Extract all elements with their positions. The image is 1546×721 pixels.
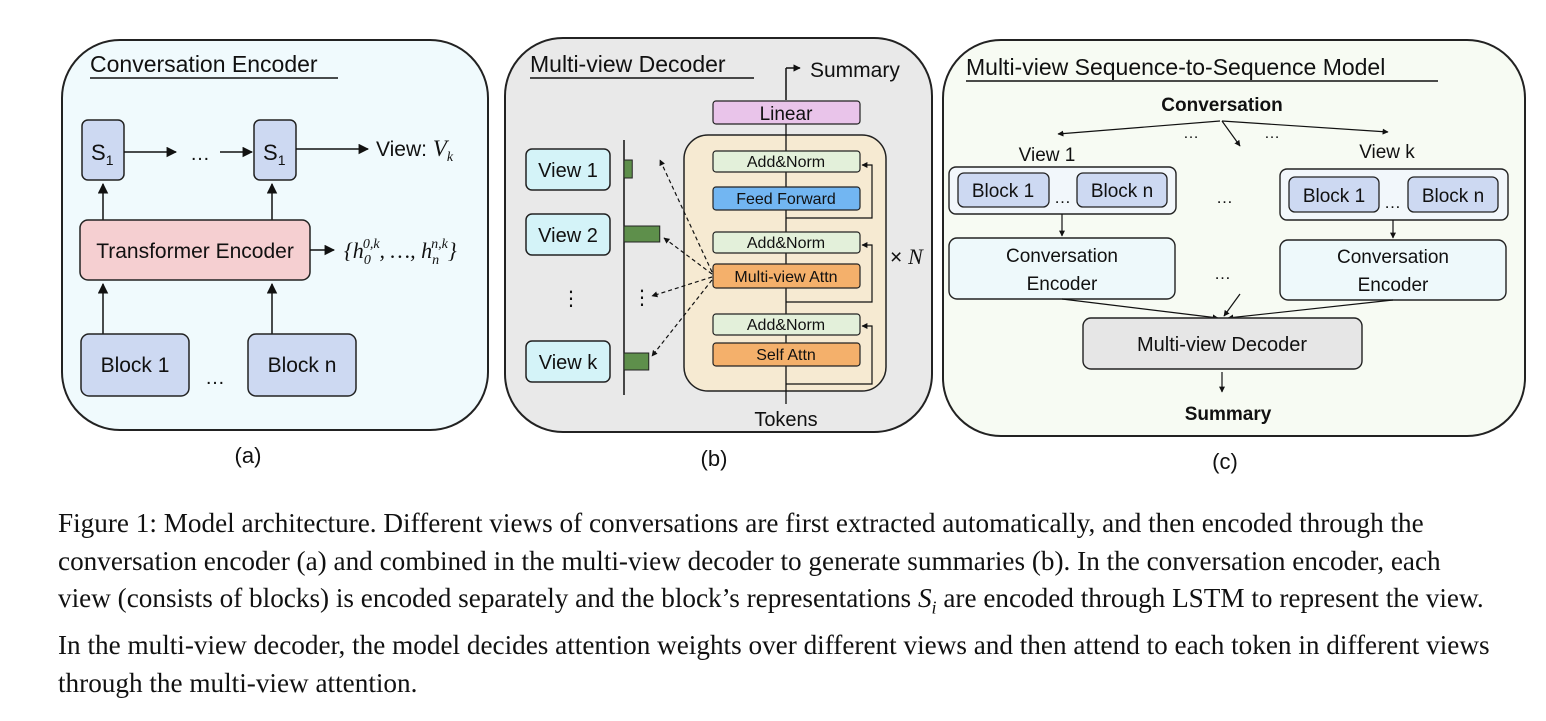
s1-box-right — [253, 119, 297, 181]
view-1-block-n-label: Block n — [1091, 181, 1153, 202]
view-k-block-1-label: Block 1 — [1303, 186, 1365, 207]
panel-a-conversation-encoder: Conversation Encoder S1 S1 … View: Vk Tr… — [61, 39, 489, 468]
s1-left-label: S1 — [91, 140, 114, 168]
panel-b-caption: (b) — [701, 446, 728, 471]
encoders-dots: … — [1214, 264, 1231, 283]
add-norm-box-mid — [712, 231, 861, 254]
attention-weight-bar-view-1 — [623, 159, 633, 179]
conv-encoder-right-line-2: Encoder — [1358, 275, 1429, 296]
panel-c-multiview-seq2seq: Multi-view Sequence-to-Sequence Model Co… — [942, 39, 1526, 474]
view-1-box — [525, 148, 611, 191]
panel-b-multiview-decoder: Multi-view Decoder Summary Linear × N Ad… — [504, 37, 933, 471]
add-norm-top-label: Add&Norm — [747, 154, 825, 171]
view-1-block-n — [1076, 172, 1168, 208]
s-dots: … — [190, 143, 210, 165]
times-n-label: × N — [890, 244, 924, 269]
architecture-diagram: Conversation Encoder S1 S1 … View: Vk Tr… — [61, 37, 1526, 474]
view-1-block-dots: … — [1054, 188, 1071, 207]
view-k-block-n — [1407, 176, 1499, 213]
view-k-label: View k — [539, 352, 599, 374]
self-attn-label: Self Attn — [756, 347, 816, 364]
view-vk-label: View: Vk — [376, 136, 454, 165]
view-1-block-1-label: Block 1 — [972, 181, 1034, 202]
figure-caption: Figure 1: Model architecture. Different … — [58, 505, 1498, 702]
view-1-title: View 1 — [1019, 145, 1076, 166]
caption-variable: S — [917, 583, 932, 614]
add-norm-bottom-label: Add&Norm — [747, 317, 825, 334]
s1-box-left — [81, 119, 125, 181]
view-k-block-n-label: Block n — [1422, 186, 1484, 207]
add-norm-mid-label: Add&Norm — [747, 235, 825, 252]
block-1-box — [80, 333, 190, 397]
multiview-decoder-label: Multi-view Decoder — [1137, 334, 1307, 356]
caption-variable-sub: i — [931, 597, 937, 618]
view-2-label: View 2 — [538, 225, 598, 247]
block-n-box — [247, 333, 357, 397]
transformer-encoder-label: Transformer Encoder — [96, 240, 294, 263]
s1-right-label: S1 — [263, 140, 286, 168]
panel-a-caption: (a) — [235, 443, 262, 468]
conv-encoder-right-line-1: Conversation — [1337, 247, 1449, 268]
add-norm-box-top — [712, 150, 861, 173]
self-attn-box — [712, 342, 861, 367]
view-k-block-dots: … — [1384, 193, 1401, 212]
multiview-attn-box — [712, 263, 861, 289]
views-dots: … — [1216, 188, 1233, 207]
views-vdots: ⋮ — [561, 288, 581, 310]
attention-weight-bar-view-2 — [623, 225, 661, 243]
block-n-label: Block n — [268, 354, 337, 377]
view-1-label: View 1 — [538, 160, 598, 182]
view-2-box — [525, 213, 611, 256]
decoder-summary-label: Summary — [810, 59, 900, 82]
panel-c-caption: (c) — [1212, 449, 1238, 474]
weights-vdots: ⋮ — [632, 287, 652, 309]
multiview-decoder-box — [1082, 317, 1363, 370]
view-k-title: View k — [1359, 142, 1415, 163]
multiview-attn-label: Multi-view Attn — [734, 269, 837, 286]
tokens-label: Tokens — [754, 409, 817, 431]
attention-weight-bar-view-k — [623, 352, 650, 371]
panel-a-title: Conversation Encoder — [90, 51, 318, 77]
feed-forward-box — [712, 186, 861, 211]
conversation-dots-left: … — [1183, 125, 1199, 142]
conversation-label: Conversation — [1161, 95, 1282, 116]
view-1-block-1 — [957, 172, 1050, 208]
block-dots: … — [205, 367, 225, 389]
conversation-dots-right: … — [1264, 125, 1280, 142]
caption-part-2: are encoded through LSTM to represent th… — [58, 583, 1490, 698]
view-k-box — [525, 340, 611, 383]
caption-part-1: Figure 1: Model architecture. Different … — [58, 508, 1441, 614]
final-summary-label: Summary — [1185, 404, 1272, 425]
panel-c-title: Multi-view Sequence-to-Sequence Model — [966, 54, 1385, 80]
block-1-label: Block 1 — [101, 354, 170, 377]
add-norm-box-bottom — [712, 313, 861, 336]
view-k-block-1 — [1288, 176, 1380, 213]
conv-encoder-left-line-1: Conversation — [1006, 246, 1118, 267]
linear-label: Linear — [760, 104, 813, 125]
hidden-states-label: {h00,k, …, hnn,k} — [344, 237, 457, 268]
feed-forward-label: Feed Forward — [736, 191, 836, 208]
conv-encoder-left-line-2: Encoder — [1027, 274, 1098, 295]
panel-b-title: Multi-view Decoder — [530, 51, 726, 77]
